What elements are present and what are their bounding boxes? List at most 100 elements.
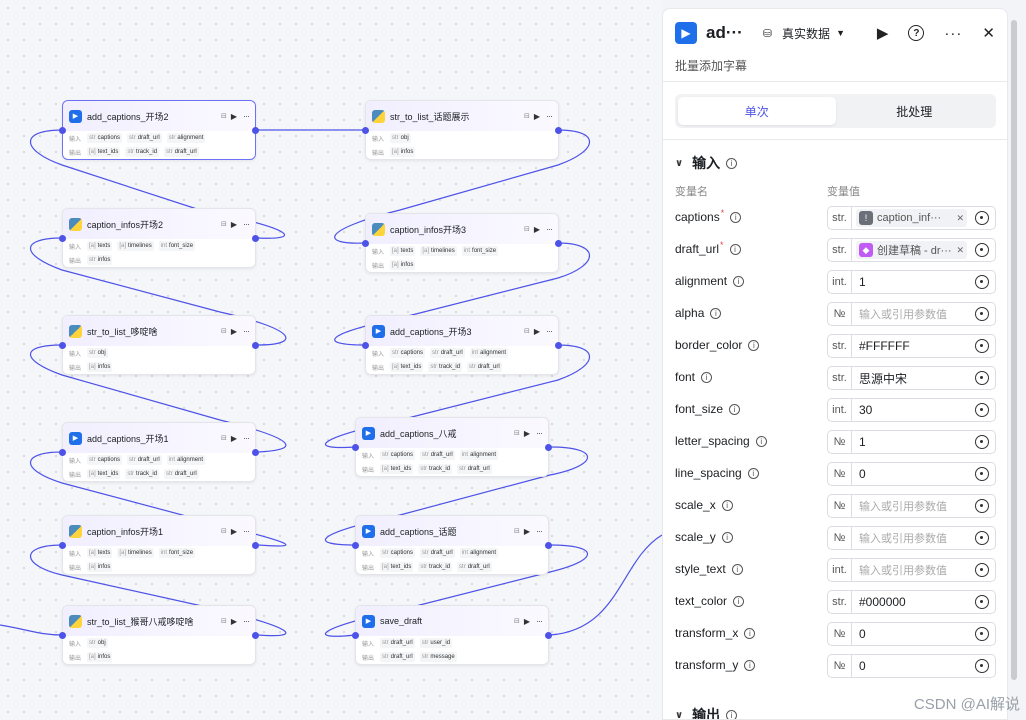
reference-chip[interactable]: !caption_inf···✕ [856, 209, 967, 227]
param-value-field[interactable]: str. 思源中宋 [827, 366, 996, 390]
param-value[interactable]: #FFFFFF [859, 339, 910, 353]
run-node-icon[interactable]: ▶ [523, 526, 530, 536]
remove-icon[interactable]: ✕ [956, 244, 964, 255]
node-caption-infos-kaichang1[interactable]: caption_infos开场1⊟▶···输入[a]texts[a]timeli… [59, 515, 259, 575]
output-port[interactable] [252, 632, 259, 639]
param-type[interactable]: int. [828, 271, 852, 293]
more-icon[interactable]: ··· [243, 526, 250, 536]
run-node-icon[interactable]: ▶ [523, 616, 530, 626]
run-node-icon[interactable]: ▶ [230, 219, 237, 229]
input-port[interactable] [59, 632, 66, 639]
param-type[interactable]: str. [828, 367, 852, 389]
run-node-icon[interactable]: ▶ [533, 326, 540, 336]
tab-single[interactable]: 单次 [678, 97, 836, 125]
more-icon[interactable]: ··· [536, 526, 543, 536]
reference-target-icon[interactable] [975, 211, 989, 225]
reference-target-icon[interactable] [975, 627, 989, 641]
param-type[interactable]: № [828, 463, 852, 485]
param-type[interactable]: № [828, 623, 852, 645]
output-port[interactable] [555, 127, 562, 134]
param-value-field[interactable]: int. 输入或引用参数值 [827, 558, 996, 582]
output-port[interactable] [252, 449, 259, 456]
param-value-field[interactable]: int. 30 [827, 398, 996, 422]
param-value[interactable]: 30 [859, 403, 873, 417]
more-icon[interactable]: ··· [243, 433, 250, 443]
param-value[interactable]: #000000 [859, 595, 906, 609]
help-icon[interactable]: ? [908, 25, 925, 41]
output-port[interactable] [545, 632, 552, 639]
input-port[interactable] [352, 542, 359, 549]
param-type[interactable]: str. [828, 239, 852, 261]
param-value[interactable]: 1 [859, 435, 866, 449]
param-type[interactable]: № [828, 303, 852, 325]
tab-batch[interactable]: 批处理 [896, 104, 933, 119]
input-port[interactable] [362, 127, 369, 134]
more-icon[interactable]: ··· [536, 616, 543, 626]
reference-target-icon[interactable] [975, 307, 989, 321]
param-value[interactable]: 0 [859, 467, 866, 481]
output-port[interactable] [252, 127, 259, 134]
node-caption-infos-kaichang3[interactable]: caption_infos开场3⊟▶···输入[a]texts[a]timeli… [362, 213, 562, 273]
output-port[interactable] [545, 542, 552, 549]
more-icon[interactable]: ··· [536, 428, 543, 438]
reference-target-icon[interactable] [975, 467, 989, 481]
output-port[interactable] [555, 342, 562, 349]
param-type[interactable]: int. [828, 559, 852, 581]
param-value[interactable]: 0 [859, 659, 866, 673]
param-type[interactable]: str. [828, 207, 852, 229]
reference-target-icon[interactable] [975, 243, 989, 257]
param-value[interactable]: 输入或引用参数值 [859, 565, 947, 577]
reference-target-icon[interactable] [975, 563, 989, 577]
input-port[interactable] [59, 235, 66, 242]
more-icon[interactable]: ··· [944, 24, 963, 42]
reference-target-icon[interactable] [975, 595, 989, 609]
input-port[interactable] [362, 240, 369, 247]
more-icon[interactable]: ··· [243, 111, 250, 121]
reference-target-icon[interactable] [975, 371, 989, 385]
more-icon[interactable]: ··· [546, 111, 553, 121]
run-icon[interactable]: ▶ [876, 25, 889, 42]
node-caption-infos-kaichang2[interactable]: caption_infos开场2⊟▶···输入[a]texts[a]timeli… [59, 208, 259, 268]
param-type[interactable]: № [828, 431, 852, 453]
run-node-icon[interactable]: ▶ [230, 111, 237, 121]
output-port[interactable] [252, 542, 259, 549]
param-value-field[interactable]: str.◆创建草稿 - dr···✕ [827, 238, 996, 262]
param-type[interactable]: № [828, 527, 852, 549]
param-type[interactable]: № [828, 495, 852, 517]
input-port[interactable] [59, 342, 66, 349]
close-icon[interactable]: ✕ [982, 25, 995, 42]
reference-target-icon[interactable] [975, 659, 989, 673]
param-value-field[interactable]: № 输入或引用参数值 [827, 494, 996, 518]
reference-target-icon[interactable] [975, 499, 989, 513]
more-icon[interactable]: ··· [243, 219, 250, 229]
run-node-icon[interactable]: ▶ [523, 428, 530, 438]
param-type[interactable]: int. [828, 399, 852, 421]
param-value-field[interactable]: str.!caption_inf···✕ [827, 206, 996, 230]
run-node-icon[interactable]: ▶ [533, 111, 540, 121]
run-node-icon[interactable]: ▶ [230, 433, 237, 443]
output-port[interactable] [555, 240, 562, 247]
more-icon[interactable]: ··· [546, 326, 553, 336]
param-value[interactable]: 1 [859, 275, 866, 289]
input-port[interactable] [59, 542, 66, 549]
param-value[interactable]: 输入或引用参数值 [859, 501, 947, 513]
input-port[interactable] [352, 444, 359, 451]
input-port[interactable] [352, 632, 359, 639]
remove-icon[interactable]: ✕ [956, 212, 964, 223]
param-type[interactable]: str. [828, 335, 852, 357]
param-value[interactable]: 思源中宋 [859, 371, 908, 386]
